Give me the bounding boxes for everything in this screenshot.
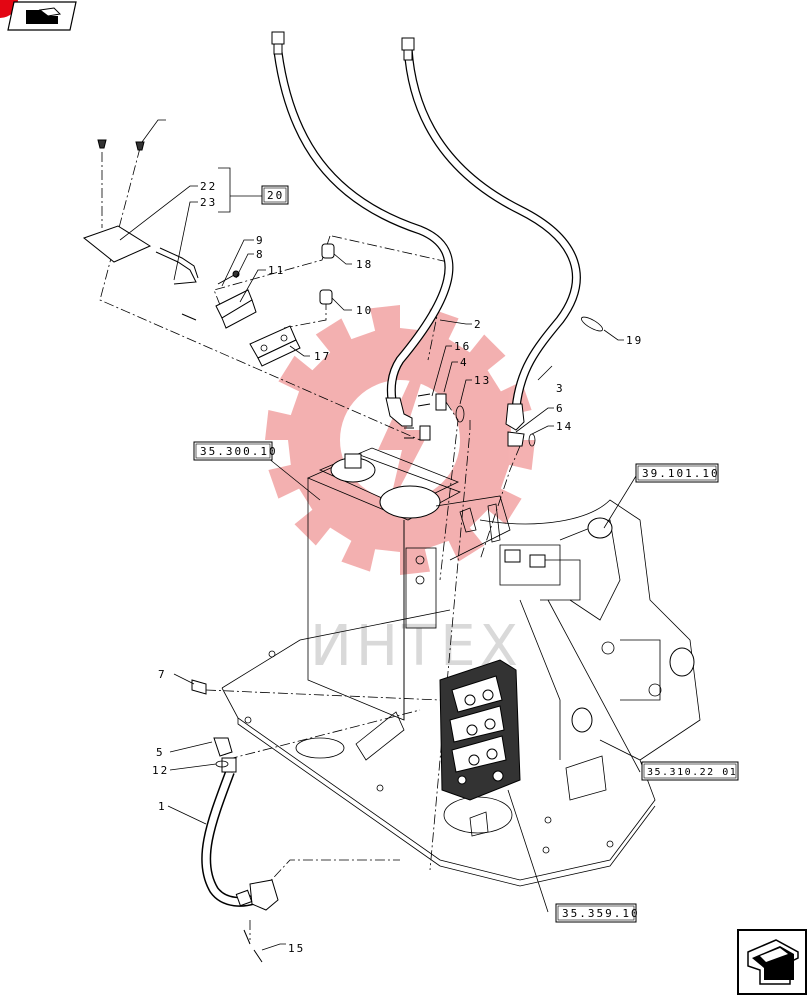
callout-4: 4 [460, 356, 469, 369]
callout-16: 16 [454, 340, 471, 353]
callout-6: 6 [556, 402, 565, 415]
callout-8: 8 [256, 248, 265, 261]
ref-35-300-10-label: 35.300.10 [200, 445, 278, 458]
callout-3: 3 [556, 382, 565, 395]
callout-22: 23 [200, 196, 217, 209]
next-page-arrow-icon[interactable] [737, 929, 807, 995]
callout-19: 19 [626, 334, 643, 347]
callout-1: 1 [158, 800, 167, 813]
hose-1 [201, 757, 279, 911]
hose-2 [271, 31, 454, 427]
callout-21: 22 [200, 180, 217, 193]
callout-13: 13 [474, 374, 491, 387]
callout-18: 18 [356, 258, 373, 271]
hydraulic-tank [306, 447, 511, 721]
ref-35-310-22-01[interactable]: 35.310.22 01 [641, 761, 739, 781]
callout-12: 12 [152, 764, 169, 777]
boom-swing-bracket [479, 499, 701, 761]
callout-2: 2 [474, 318, 483, 331]
watermark-gear-logo [265, 305, 535, 575]
watermark-lightning-bolt [378, 380, 430, 510]
book-page-icon[interactable] [0, 0, 77, 31]
callout-15: 15 [288, 942, 305, 955]
kit-20-box[interactable]: 20 [261, 185, 289, 205]
callout-5: 5 [156, 746, 165, 759]
ref-39-101-10[interactable]: 39.101.10 [635, 463, 720, 483]
kit-20-label: 20 [267, 189, 284, 202]
callout-7: 7 [158, 668, 167, 681]
callout-17: 17 [314, 350, 331, 363]
callout-labels: 22 23 9 8 11 18 10 17 2 19 16 4 13 3 6 1… [152, 180, 643, 955]
callout-9: 9 [256, 234, 265, 247]
ref-35-359-10[interactable]: 35.359.10 [555, 903, 640, 923]
control-valve [439, 659, 521, 801]
watermark: ИНТЕХ [265, 305, 535, 679]
ref-35-359-10-label: 35.359.10 [562, 907, 640, 920]
callout-10: 10 [356, 304, 373, 317]
ref-35-310-22-01-label: 35.310.22 01 [647, 767, 737, 778]
fittings-and-hardware [82, 139, 603, 963]
leader-lines [119, 119, 641, 951]
callout-14: 14 [556, 420, 573, 433]
ref-35-300-10[interactable]: 35.300.10 [193, 441, 278, 461]
upper-frame-plate [221, 609, 656, 887]
callout-11: 11 [268, 264, 285, 277]
ref-39-101-10-label: 39.101.10 [642, 467, 720, 480]
reference-labels: 20 35.300.10 39.101.10 35.310.22 01 35.3… [193, 185, 739, 923]
hose-3 [401, 37, 581, 447]
